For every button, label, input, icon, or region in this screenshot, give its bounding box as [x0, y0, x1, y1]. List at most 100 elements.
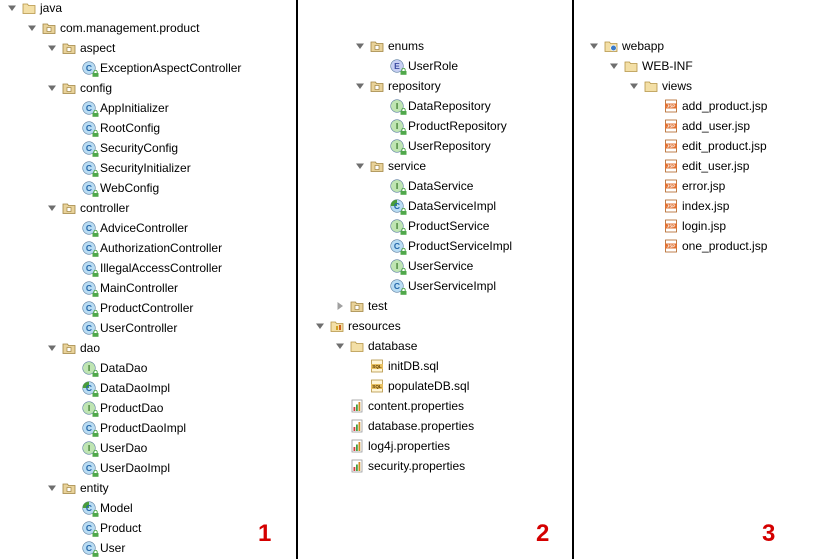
tree-node[interactable]: security.properties: [334, 456, 465, 476]
arrow-spacer: [354, 380, 366, 392]
expand-arrow-icon[interactable]: [588, 40, 600, 52]
tree-node[interactable]: webapp: [588, 36, 664, 56]
tree-node[interactable]: repository: [354, 76, 441, 96]
arrow-spacer: [66, 242, 78, 254]
tree-node[interactable]: aspect: [46, 38, 115, 58]
tree-node[interactable]: dao: [46, 338, 100, 358]
tree-node[interactable]: views: [628, 76, 692, 96]
svg-text:I: I: [396, 261, 398, 271]
arrow-spacer: [374, 100, 386, 112]
package-icon: [370, 79, 384, 93]
collapse-arrow-icon[interactable]: [334, 300, 346, 312]
expand-arrow-icon[interactable]: [26, 22, 38, 34]
arrow-spacer: [66, 542, 78, 554]
expand-arrow-icon[interactable]: [354, 80, 366, 92]
expand-arrow-icon[interactable]: [46, 42, 58, 54]
tree-node[interactable]: enums: [354, 36, 424, 56]
expand-arrow-icon[interactable]: [334, 340, 346, 352]
jsp-file-icon: JSP: [664, 199, 678, 213]
expand-arrow-icon[interactable]: [46, 82, 58, 94]
tree-node-label: security.properties: [368, 459, 466, 473]
expand-arrow-icon[interactable]: [628, 80, 640, 92]
tree-node[interactable]: database: [334, 336, 417, 356]
tree-node[interactable]: resources: [314, 316, 401, 336]
expand-arrow-icon[interactable]: [354, 160, 366, 172]
tree-node-label: ProductDaoImpl: [100, 421, 187, 435]
tree-node[interactable]: WEB-INF: [608, 56, 693, 76]
expand-arrow-icon[interactable]: [314, 320, 326, 332]
svg-text:C: C: [394, 241, 400, 251]
tree-node[interactable]: controller: [46, 198, 129, 218]
expand-arrow-icon[interactable]: [608, 60, 620, 72]
tree-node[interactable]: content.properties: [334, 396, 464, 416]
expand-arrow-icon[interactable]: [354, 40, 366, 52]
tree-node[interactable]: com.management.product: [26, 18, 199, 38]
svg-text:JSP: JSP: [667, 224, 676, 229]
svg-text:SQL: SQL: [372, 364, 382, 369]
arrow-spacer: [66, 382, 78, 394]
tree-node[interactable]: java: [6, 0, 62, 18]
tree-node[interactable]: entity: [46, 478, 109, 498]
arrow-spacer: [648, 100, 660, 112]
interface-icon: I: [390, 259, 407, 275]
class-icon: C: [82, 161, 99, 177]
tree-node-label: User: [100, 541, 126, 555]
arrow-spacer: [66, 222, 78, 234]
tree-node[interactable]: test: [334, 296, 387, 316]
expand-arrow-icon[interactable]: [6, 2, 18, 14]
arrow-spacer: [374, 260, 386, 272]
panel-divider: [572, 0, 574, 559]
abstract-class-icon: C: [82, 381, 99, 397]
tree-node[interactable]: service: [354, 156, 426, 176]
expand-arrow-icon[interactable]: [46, 202, 58, 214]
class-icon: C: [82, 101, 99, 117]
tree-node[interactable]: config: [46, 78, 112, 98]
tree-node[interactable]: database.properties: [334, 416, 474, 436]
tree-node[interactable]: log4j.properties: [334, 436, 450, 456]
folder-plain-icon: [350, 339, 364, 353]
expand-arrow-icon[interactable]: [46, 342, 58, 354]
expand-arrow-icon[interactable]: [46, 482, 58, 494]
